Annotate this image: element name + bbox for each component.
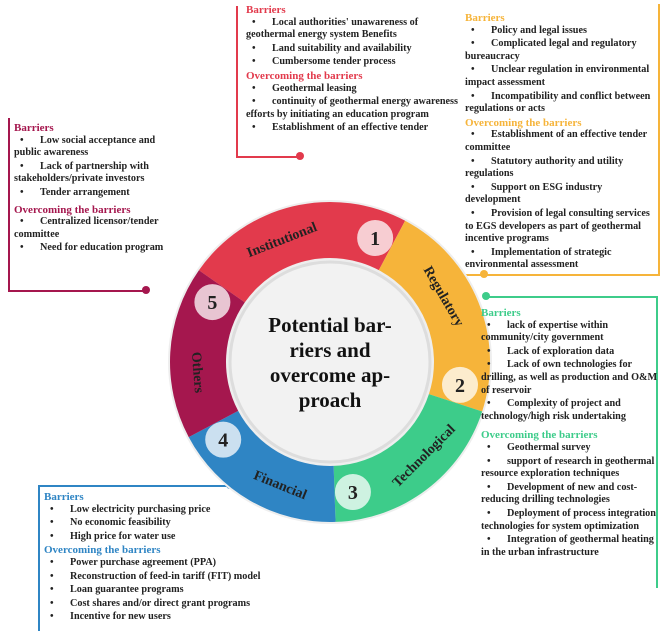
technological-number-badge	[334, 473, 371, 510]
list-item: Complicated legal and regulatory bureauc…	[465, 38, 657, 63]
technological-overcome-list: Geothermal surveysupport of research in …	[481, 442, 661, 559]
institutional-box: Barriers Local authorities' unawareness …	[246, 4, 466, 136]
list-item: Land suitability and availability	[246, 43, 466, 56]
list-item: lack of expertise within community/city …	[481, 320, 661, 345]
list-item: Statutory authority and utility regulati…	[465, 156, 657, 181]
list-item: Low electricity purchasing price	[44, 504, 294, 517]
technological-barriers-list: lack of expertise within community/city …	[481, 320, 661, 424]
institutional-number: 1	[370, 228, 380, 250]
others-number: 5	[207, 292, 217, 314]
list-item: Policy and legal issues	[465, 25, 657, 38]
list-item: Tender arrangement	[14, 187, 174, 200]
technological-barriers-title: Barriers	[481, 307, 521, 319]
technological-number: 3	[348, 482, 358, 504]
list-item: Geothermal leasing	[246, 83, 466, 96]
list-item: Loan guarantee programs	[44, 584, 294, 597]
institutional-barriers-list: Local authorities' unawareness of geothe…	[246, 17, 466, 69]
list-item: No economic feasibility	[44, 517, 294, 530]
center-title-line: riers and	[289, 338, 370, 362]
institutional-overcome-title: Overcoming the barriers	[246, 69, 363, 82]
institutional-barriers-title: Barriers	[246, 4, 286, 16]
regulatory-connector	[458, 4, 660, 276]
regulatory-number-badge	[441, 366, 478, 403]
regulatory-barriers-title: Barriers	[465, 12, 505, 24]
list-item: Implementation of strategic environmenta…	[465, 247, 657, 272]
technological-overcome-title: Overcoming the barriers	[481, 429, 598, 442]
regulatory-barriers-list: Policy and legal issuesComplicated legal…	[465, 25, 657, 116]
regulatory-segment	[378, 220, 490, 412]
others-box: Barriers Low social acceptance and publi…	[14, 122, 174, 256]
financial-box: Barriers Low electricity purchasing pric…	[44, 491, 294, 625]
regulatory-overcome-title: Overcoming the barriers	[465, 116, 582, 129]
list-item: Lack of own technologies for drilling, a…	[481, 359, 661, 397]
list-item: support of research in geothermal resour…	[481, 456, 661, 481]
others-label: Others	[188, 351, 206, 394]
financial-number-badge	[205, 421, 242, 458]
financial-barriers-title: Barriers	[44, 491, 84, 503]
others-overcome-title: Overcoming the barriers	[14, 203, 131, 216]
financial-connector	[38, 485, 232, 631]
list-item: Support on ESG industry development	[465, 182, 657, 207]
list-item: Unclear regulation in environmental impa…	[465, 64, 657, 89]
others-number-badge	[194, 284, 231, 321]
list-item: Lack of exploration data	[481, 346, 661, 359]
regulatory-overcome-list: Establishment of an effective tender com…	[465, 129, 657, 272]
list-item: Need for education program	[14, 242, 174, 255]
list-item: Geothermal survey	[481, 442, 661, 455]
list-item: Centralized licensor/tender committee	[14, 216, 174, 241]
center-title-line: overcome ap-	[270, 363, 390, 387]
others-connector-dot	[142, 286, 150, 294]
list-item: Provision of legal consulting services t…	[465, 208, 657, 246]
list-item: Incentive for new users	[44, 611, 294, 624]
institutional-connector-bottom	[236, 156, 300, 158]
list-item: Low social acceptance and public awarene…	[14, 135, 174, 160]
list-item: Complexity of project and technology/hig…	[481, 398, 661, 423]
list-item: Lack of partnership with stakeholders/pr…	[14, 161, 174, 186]
list-item: Power purchase agreement (PPA)	[44, 557, 294, 570]
list-item: Establishment of an effective tender	[246, 122, 466, 135]
list-item: Cost shares and/or direct grant programs	[44, 598, 294, 611]
list-item: Incompatibility and conflict between reg…	[465, 91, 657, 116]
list-item: High price for water use	[44, 531, 294, 544]
others-barriers-title: Barriers	[14, 122, 54, 134]
list-item: Development of new and cost-reducing dri…	[481, 482, 661, 507]
others-connector	[8, 118, 148, 292]
center-circle	[228, 260, 432, 464]
institutional-connector	[236, 6, 238, 156]
institutional-connector-dot	[296, 152, 304, 160]
regulatory-box: Barriers Policy and legal issuesComplica…	[465, 12, 657, 273]
technological-box: Barriers lack of expertise within commun…	[481, 307, 661, 560]
technological-connector-dot	[482, 292, 490, 300]
list-item: Reconstruction of feed-in tariff (FIT) m…	[44, 571, 294, 584]
list-item: Local authorities' unawareness of geothe…	[246, 17, 466, 42]
financial-number: 4	[218, 430, 228, 452]
financial-barriers-list: Low electricity purchasing priceNo econo…	[44, 504, 294, 544]
list-item: Integration of geothermal heating in the…	[481, 534, 661, 559]
list-item: Establishment of an effective tender com…	[465, 129, 657, 154]
regulatory-connector-dot	[480, 270, 488, 278]
regulatory-number: 2	[455, 375, 465, 397]
list-item: Deployment of process integration techno…	[481, 508, 661, 533]
financial-overcome-list: Power purchase agreement (PPA)Reconstruc…	[44, 557, 294, 624]
others-overcome-list: Centralized licensor/tender committeeNee…	[14, 216, 174, 255]
institutional-number-badge	[357, 219, 394, 256]
financial-overcome-title: Overcoming the barriers	[44, 544, 161, 557]
center-title-line: proach	[299, 388, 362, 412]
list-item: Cumbersome tender process	[246, 56, 466, 69]
center-title-line: Potential bar-	[268, 313, 391, 337]
others-barriers-list: Low social acceptance and public awarene…	[14, 135, 174, 200]
institutional-segment	[198, 202, 406, 303]
institutional-overcome-list: Geothermal leasingcontinuity of geotherm…	[246, 83, 466, 135]
list-item: continuity of geothermal energy awarenes…	[246, 96, 466, 121]
